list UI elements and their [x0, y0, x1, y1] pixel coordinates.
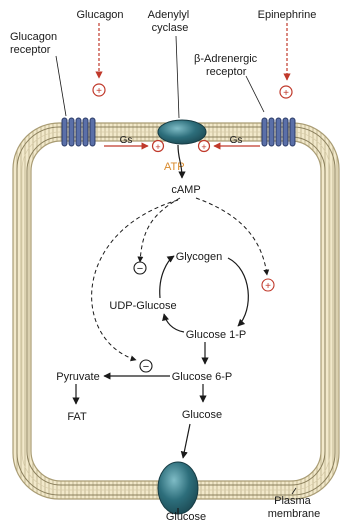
- udp-glucose-label: UDP-Glucose: [109, 300, 176, 312]
- svg-text:+: +: [265, 281, 271, 292]
- glucose-outside-label: Glucose: [166, 511, 206, 523]
- adenylyl-cyclase-protein: [158, 120, 206, 144]
- gs-right-label: Gs: [230, 135, 243, 146]
- svg-text:−: −: [137, 263, 143, 275]
- gs-left-activation-sign: +: [153, 141, 164, 153]
- glycogen-label: Glycogen: [176, 251, 222, 263]
- glucagon-activation-sign: +: [93, 84, 105, 97]
- gs-right-activation-sign: +: [199, 141, 210, 153]
- beta-receptor-pointer: [246, 76, 264, 112]
- epinephrine-activation-sign: +: [280, 86, 292, 99]
- fat-label: FAT: [67, 411, 87, 423]
- adenylyl-cyclase-label: Adenylyl cyclase: [148, 9, 193, 34]
- pyruvate-label: Pyruvate: [56, 371, 99, 383]
- glucose-inside-label: Glucose: [182, 409, 222, 421]
- camp-label: cAMP: [171, 184, 200, 196]
- epinephrine-label: Epinephrine: [258, 9, 317, 21]
- glucose-transporter-protein: [158, 462, 198, 514]
- glucose-1p-label: Glucose 1-P: [186, 329, 247, 341]
- svg-text:+: +: [283, 88, 289, 99]
- beta-adrenergic-receptor-label: β-Adrenergic receptor: [194, 53, 260, 78]
- svg-text:+: +: [155, 142, 160, 152]
- glucagon-label: Glucagon: [76, 9, 123, 21]
- glucose-6p-label: Glucose 6-P: [172, 371, 233, 383]
- glucagon-receptor: [62, 118, 95, 146]
- beta-adrenergic-receptor: [262, 118, 295, 146]
- glucagon-receptor-pointer: [56, 56, 66, 116]
- svg-text:+: +: [201, 142, 206, 152]
- svg-text:+: +: [96, 86, 102, 97]
- gs-left-label: Gs: [120, 135, 133, 146]
- plasma-membrane-label: Plasma membrane: [268, 495, 321, 520]
- adenylyl-cyclase-pointer: [176, 36, 179, 118]
- svg-text:−: −: [143, 361, 149, 373]
- glucagon-receptor-label: Glucagon receptor: [10, 31, 60, 56]
